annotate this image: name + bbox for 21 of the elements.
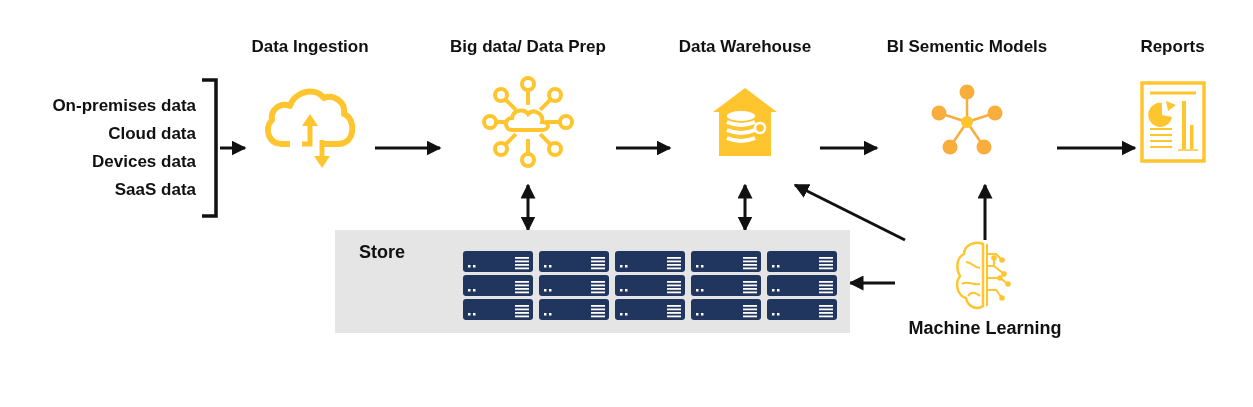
arrow <box>793 183 906 242</box>
stage-title: Data Warehouse <box>678 36 812 58</box>
arrow <box>616 140 672 156</box>
arrow <box>977 183 993 240</box>
arrow <box>520 183 536 232</box>
stage-title: Data Ingestion <box>251 36 369 58</box>
source-label: SaaS data <box>114 179 196 201</box>
stage-title: Big data/ Data Prep <box>450 36 606 58</box>
source-label: Cloud data <box>108 123 196 145</box>
panel-title: Store <box>359 242 405 263</box>
source-label: On-premises data <box>52 95 196 117</box>
stage-title: Reports <box>1140 36 1205 58</box>
arrow <box>220 140 247 156</box>
stage-title: Machine Learning <box>908 317 1062 340</box>
arrow <box>820 140 879 156</box>
source-label: Devices data <box>92 151 196 173</box>
store-panel <box>335 230 850 333</box>
arrow <box>375 140 442 156</box>
stage-title: BI Sementic Models <box>886 36 1048 58</box>
arrow <box>737 183 753 232</box>
arrow <box>1057 140 1137 156</box>
